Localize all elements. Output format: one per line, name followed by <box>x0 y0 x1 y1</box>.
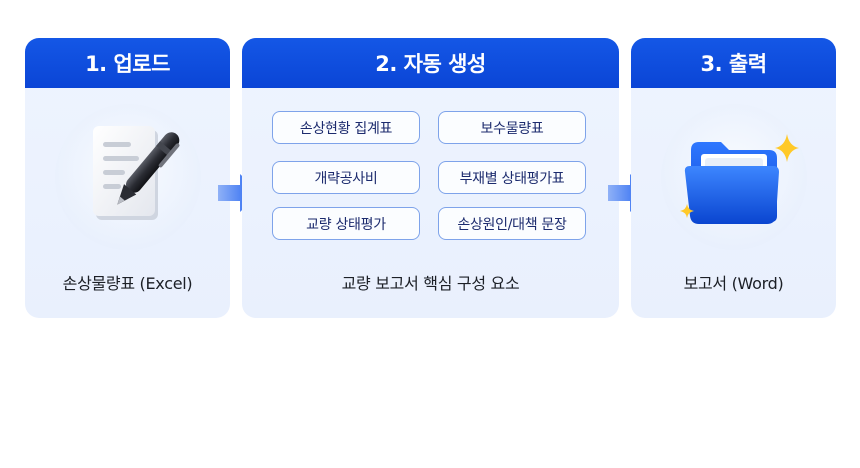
step-output-title: 3. 출력 <box>631 38 836 88</box>
chip-cost-estimate: 개략공사비 <box>272 161 420 194</box>
step-output-card: 3. 출력 보고서 (Word) <box>631 38 836 318</box>
step-generate-card: 2. 자동 생성 손상현황 집계표 보수물량표 개략공사비 부재별 상태평가표 … <box>242 38 619 318</box>
step-output-caption: 보고서 (Word) <box>683 274 784 293</box>
step-upload-card: 1. 업로드 <box>25 38 230 318</box>
chip-damage-summary: 손상현황 집계표 <box>272 111 420 144</box>
step-upload-caption: 손상물량표 (Excel) <box>62 274 193 293</box>
step-generate-caption: 교량 보고서 핵심 구성 요소 <box>341 274 520 293</box>
chip-cause-remedy: 손상원인/대책 문장 <box>438 207 586 240</box>
folder-icon <box>669 112 799 242</box>
chip-bridge-condition: 교량 상태평가 <box>272 207 420 240</box>
step-generate-title: 2. 자동 생성 <box>242 38 619 88</box>
chip-repair-quantity: 보수물량표 <box>438 111 586 144</box>
chip-member-condition: 부재별 상태평가표 <box>438 161 586 194</box>
document-pen-icon <box>63 112 193 242</box>
step-upload-title: 1. 업로드 <box>25 38 230 88</box>
